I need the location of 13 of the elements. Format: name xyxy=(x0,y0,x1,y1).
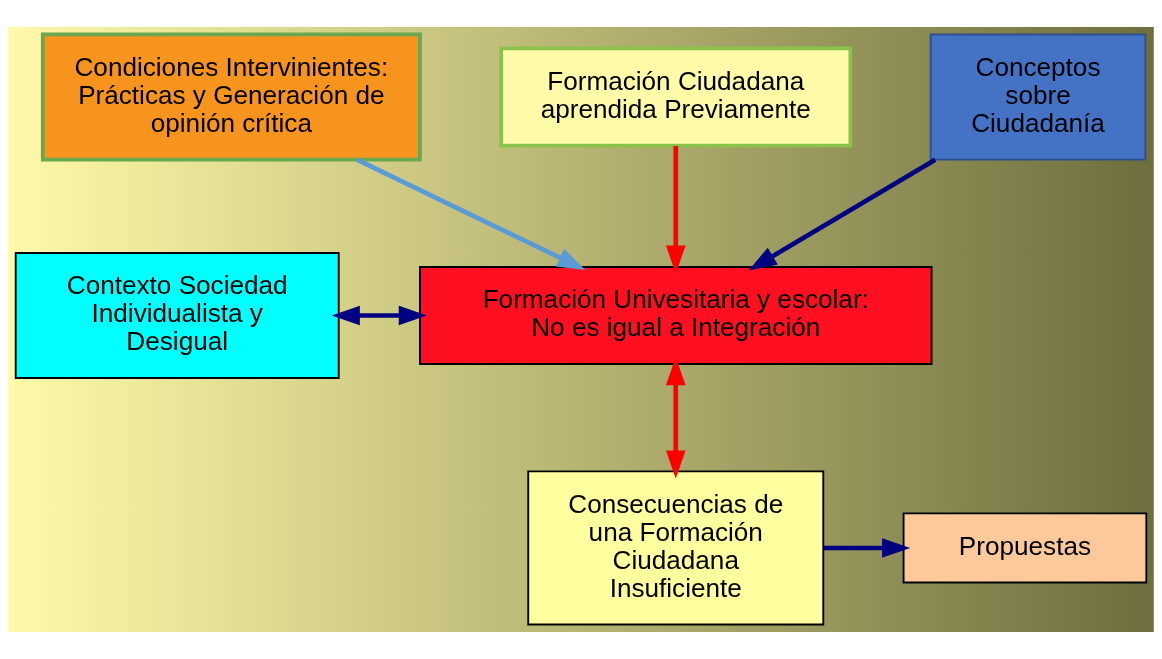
node-box: Formación Ciudadana aprendida Previamente xyxy=(499,46,853,148)
arrow xyxy=(665,146,686,274)
arrow xyxy=(331,305,427,326)
node-box: Contexto Sociedad Individualista y Desigual xyxy=(14,252,340,379)
node-box: Propuestas xyxy=(902,512,1148,584)
node-box: Consecuencias de una Formación Ciudadana Insuficiente xyxy=(527,470,825,626)
arrow xyxy=(748,157,937,271)
node-box: Conceptos sobre Ciudadanía xyxy=(929,33,1147,161)
arrow xyxy=(665,357,686,479)
arrow xyxy=(356,157,586,270)
node-box: Formación Univesitaria y escolar: No es igual a Integración xyxy=(419,266,933,365)
arrow xyxy=(823,538,911,558)
node-box: Condiciones Intervinientes: Prácticas y Generación de opinión crítica xyxy=(40,32,422,162)
